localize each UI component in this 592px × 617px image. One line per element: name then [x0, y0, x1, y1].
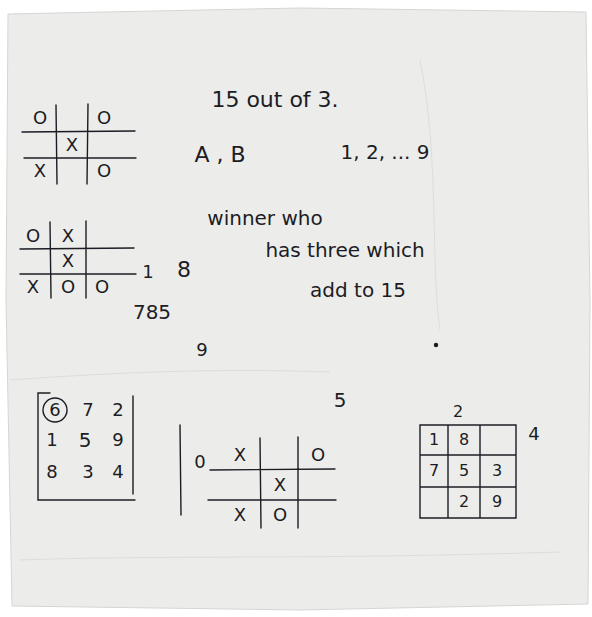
- bracket: [38, 393, 135, 500]
- handwritten-mark: 1: [142, 263, 153, 281]
- handwritten-mark: 8: [177, 259, 191, 281]
- circle-mark: [43, 398, 67, 422]
- handwritten-mark: 7: [82, 401, 93, 419]
- crease: [20, 552, 560, 560]
- handwritten-mark: 1: [46, 431, 57, 449]
- handwritten-mark: 6: [49, 401, 60, 419]
- handwritten-mark: O: [33, 109, 47, 127]
- handwritten-mark: 1: [429, 432, 439, 448]
- handwritten-mark: O: [311, 446, 325, 464]
- handwritten-mark: 9: [196, 341, 207, 359]
- handwritten-mark: 8: [46, 463, 57, 481]
- handwritten-mark: X: [234, 506, 246, 524]
- handwritten-mark: O: [61, 278, 75, 296]
- handwritten-mark: X: [62, 227, 74, 245]
- pen-dot: [435, 344, 438, 347]
- handwritten-mark: O: [95, 278, 109, 296]
- handwritten-note: winner who: [207, 208, 322, 228]
- number-grid: [420, 425, 516, 518]
- napkin-sheet: [6, 8, 590, 610]
- handwritten-mark: X: [34, 162, 46, 180]
- handwritten-mark: 0: [194, 453, 205, 471]
- napkin-creases: [10, 60, 560, 560]
- handwritten-note: 15 out of 3.: [211, 89, 338, 111]
- tictactoe-grid: [22, 104, 136, 184]
- handwritten-note: add to 15: [310, 280, 406, 300]
- handwritten-mark: X: [66, 136, 78, 154]
- handwritten-mark: 9: [112, 431, 123, 449]
- handwritten-mark: 4: [528, 425, 539, 443]
- pen-strokes: [20, 104, 516, 528]
- tictactoe-grid: [180, 425, 336, 528]
- handwritten-mark: 785: [133, 302, 171, 322]
- handwritten-mark: O: [97, 162, 111, 180]
- handwritten-mark: 2: [453, 404, 463, 420]
- handwritten-note: 1, 2, ... 9: [340, 142, 429, 162]
- handwritten-mark: X: [274, 476, 286, 494]
- handwritten-mark: 7: [429, 463, 439, 479]
- handwritten-mark: X: [234, 446, 246, 464]
- handwritten-mark: O: [26, 227, 40, 245]
- crease: [10, 370, 330, 380]
- handwritten-mark: 2: [459, 494, 469, 510]
- handwritten-mark: 9: [492, 494, 502, 510]
- handwritten-mark: X: [62, 252, 74, 270]
- handwritten-mark: O: [273, 506, 287, 524]
- handwritten-mark: 3: [82, 463, 93, 481]
- handwritten-mark: X: [27, 278, 39, 296]
- handwritten-mark: 5: [334, 390, 347, 410]
- crease: [420, 60, 440, 330]
- handwritten-mark: O: [97, 109, 111, 127]
- handwritten-note: has three which: [265, 240, 424, 260]
- handwritten-mark: 5: [79, 430, 92, 450]
- handwritten-note: A , B: [194, 144, 245, 166]
- handwritten-mark: 5: [459, 463, 469, 479]
- handwritten-mark: 3: [492, 463, 502, 479]
- handwritten-mark: 8: [459, 432, 469, 448]
- handwritten-mark: 4: [112, 463, 123, 481]
- tictactoe-grid: [20, 221, 136, 298]
- handwritten-mark: 2: [112, 401, 123, 419]
